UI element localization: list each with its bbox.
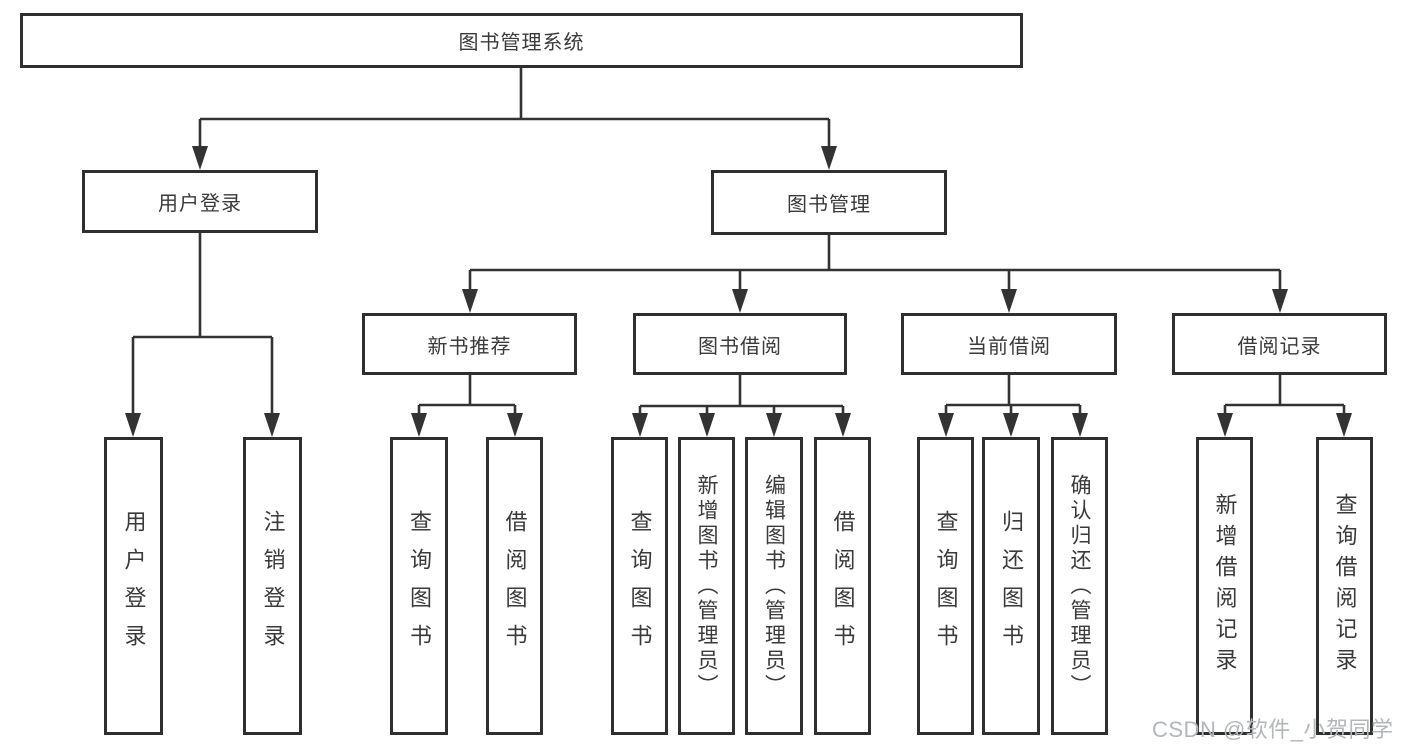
node-leaf-query-books-1: 查询图书 bbox=[390, 437, 448, 735]
connector-bookborrow-to-leaves bbox=[638, 375, 845, 417]
leaf-label: 编辑图书（管理员） bbox=[762, 473, 786, 699]
arrowhead bbox=[1336, 413, 1352, 437]
leaf-label: 借阅图书 bbox=[502, 510, 528, 662]
arrowhead bbox=[732, 289, 748, 313]
node-leaf-query-books-3: 查询图书 bbox=[917, 437, 974, 735]
arrowhead bbox=[699, 413, 715, 437]
leaf-label: 查询图书 bbox=[627, 510, 653, 662]
arrowhead bbox=[125, 413, 141, 437]
arrowhead bbox=[835, 413, 851, 437]
node-book-management: 图书管理 bbox=[711, 170, 947, 235]
node-leaf-query-books-2: 查询图书 bbox=[611, 437, 668, 735]
node-user-login: 用户登录 bbox=[82, 170, 318, 233]
connector-bookmgmt-to-level3 bbox=[468, 235, 1282, 293]
node-leaf-borrow-books-1: 借阅图书 bbox=[486, 437, 543, 735]
leaf-label: 确认归还（管理员） bbox=[1068, 473, 1091, 699]
connector-userlogin-to-leaves bbox=[131, 233, 274, 417]
leaf-label: 归还图书 bbox=[999, 510, 1024, 662]
leaf-label: 借阅图书 bbox=[830, 510, 856, 662]
arrowhead bbox=[264, 413, 280, 437]
leaf-label: 查询图书 bbox=[933, 510, 959, 662]
node-leaf-confirm-return-admin: 确认归还（管理员） bbox=[1051, 437, 1108, 735]
node-leaf-borrow-books-2: 借阅图书 bbox=[814, 437, 871, 735]
leaf-label: 用户登录 bbox=[121, 510, 147, 662]
node-current-borrow: 当前借阅 bbox=[901, 313, 1117, 375]
node-leaf-logout: 注销登录 bbox=[243, 437, 302, 735]
leaf-label: 注销登录 bbox=[260, 510, 286, 662]
node-leaf-edit-books-admin: 编辑图书（管理员） bbox=[745, 437, 803, 735]
leaf-label: 新增借阅记录 bbox=[1212, 493, 1238, 679]
node-leaf-add-books-admin: 新增图书（管理员） bbox=[678, 437, 735, 735]
node-new-book-recommend: 新书推荐 bbox=[362, 313, 577, 375]
arrowheads bbox=[125, 146, 1352, 437]
arrowhead bbox=[1001, 289, 1017, 313]
node-book-borrow: 图书借阅 bbox=[633, 313, 847, 375]
node-leaf-query-borrow-record: 查询借阅记录 bbox=[1316, 437, 1373, 735]
leaf-label: 查询借阅记录 bbox=[1332, 493, 1358, 679]
connector-newbook-to-leaves bbox=[417, 375, 517, 417]
node-leaf-add-borrow-record: 新增借阅记录 bbox=[1196, 437, 1253, 735]
arrowhead bbox=[1003, 413, 1019, 437]
arrowhead bbox=[821, 146, 837, 170]
arrowhead bbox=[766, 413, 782, 437]
leaf-label: 查询图书 bbox=[407, 510, 432, 662]
connector-root-to-level2 bbox=[198, 68, 831, 150]
leaf-label: 新增图书（管理员） bbox=[695, 473, 718, 699]
node-root-library-system: 图书管理系统 bbox=[20, 13, 1023, 68]
node-leaf-user-login: 用户登录 bbox=[104, 437, 163, 735]
arrowhead bbox=[938, 413, 954, 437]
arrowhead bbox=[462, 289, 478, 313]
arrowhead bbox=[632, 413, 648, 437]
node-borrow-records: 借阅记录 bbox=[1172, 313, 1387, 375]
arrowhead bbox=[411, 413, 427, 437]
arrowhead bbox=[1272, 289, 1288, 313]
arrowhead bbox=[192, 146, 208, 170]
node-leaf-return-books: 归还图书 bbox=[982, 437, 1040, 735]
connector-borrowrecords-to-leaves bbox=[1223, 375, 1346, 417]
arrowhead bbox=[507, 413, 523, 437]
connector-currentborrow-to-leaves bbox=[944, 375, 1082, 417]
arrowhead bbox=[1072, 413, 1088, 437]
arrowhead bbox=[1217, 413, 1233, 437]
